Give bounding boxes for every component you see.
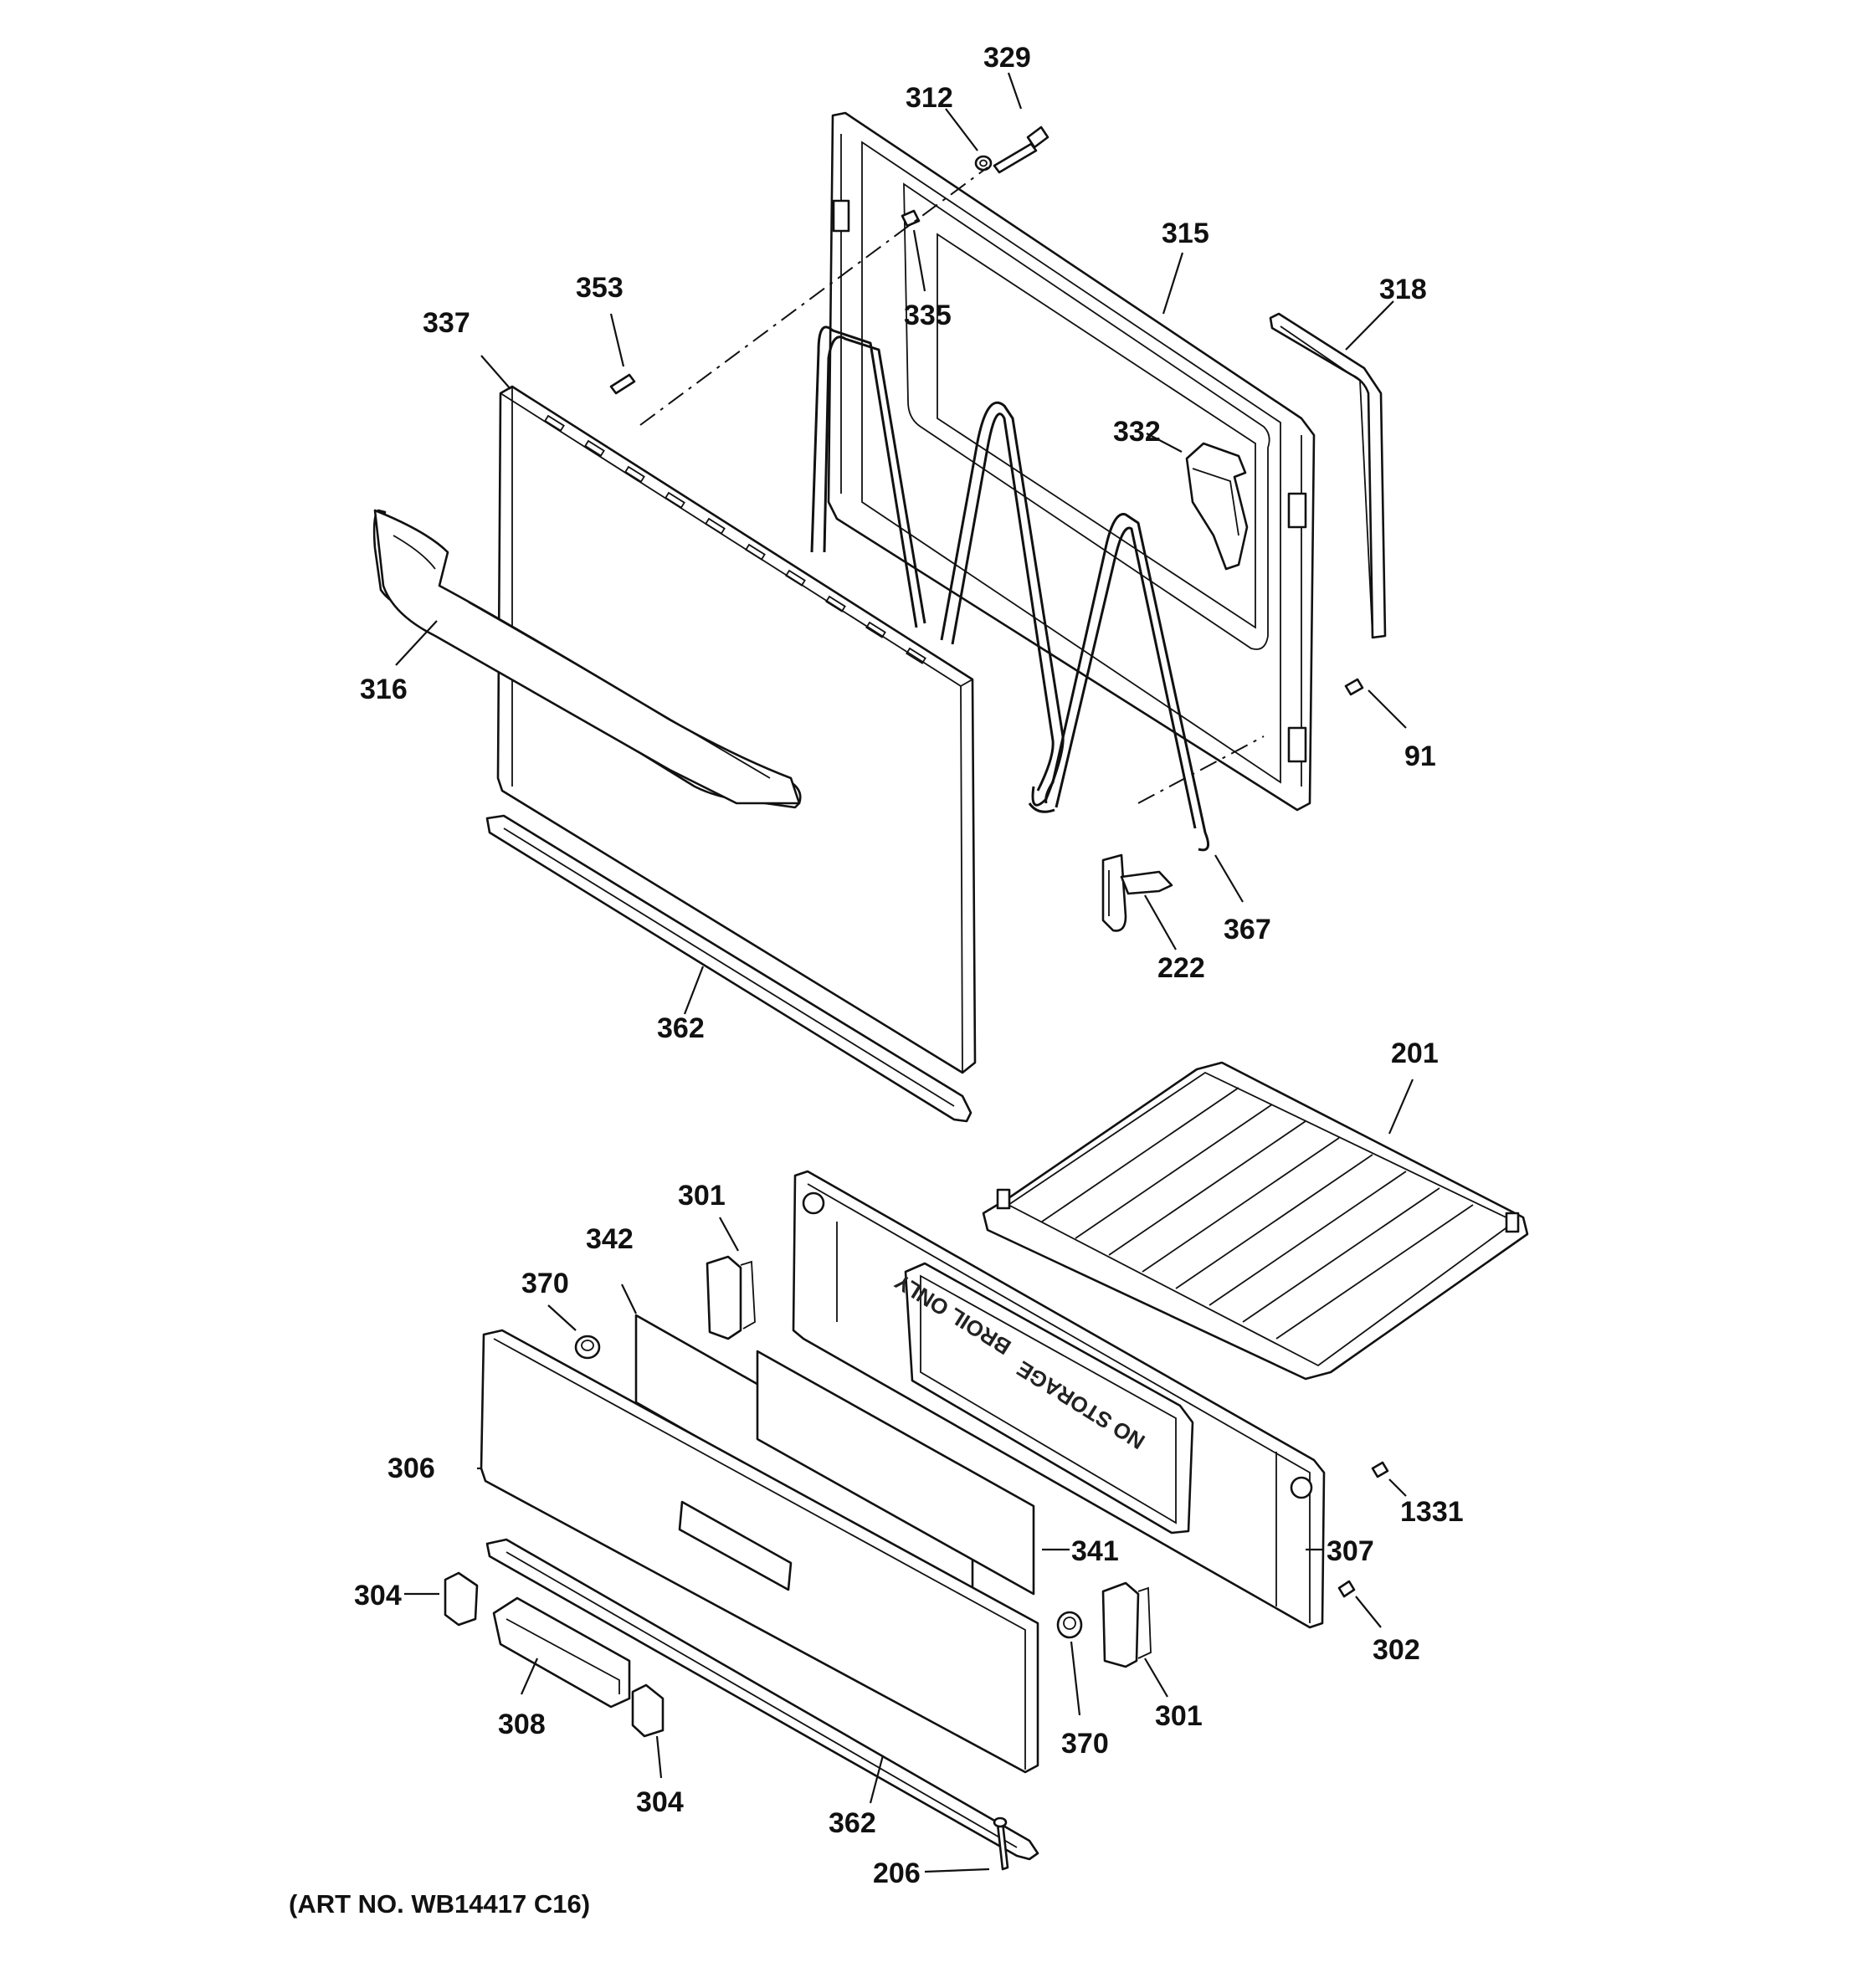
callout-342: 342 <box>586 1223 634 1255</box>
screw-206 <box>993 1816 1009 1871</box>
callout-312: 312 <box>906 82 953 114</box>
outer-door <box>496 385 977 1074</box>
washer-312 <box>974 155 993 172</box>
callout-1331: 1331 <box>1400 1496 1464 1528</box>
drawer-bottom-trim-lower <box>485 1538 1039 1861</box>
door-vent-slots <box>544 414 926 664</box>
drawer-front <box>480 1329 1039 1774</box>
callout-329: 329 <box>983 42 1031 74</box>
callout-307: 307 <box>1327 1535 1374 1567</box>
bumper-370-upper <box>574 1335 601 1360</box>
leader-lines <box>395 72 1414 1873</box>
screw-329 <box>993 126 1049 174</box>
drawer-glide-lower <box>1101 1581 1152 1668</box>
callout-222: 222 <box>1157 952 1205 984</box>
callout-370-upper: 370 <box>521 1268 569 1299</box>
oven-rack <box>982 1061 1529 1381</box>
door-bottom-trim-upper <box>485 814 972 1123</box>
bumper-370-lower <box>1056 1611 1083 1639</box>
door-hinge-wires <box>810 325 1210 852</box>
callout-318: 318 <box>1379 274 1427 305</box>
callout-362-upper: 362 <box>657 1012 705 1044</box>
screw-353 <box>609 373 636 395</box>
callout-304-left: 304 <box>354 1580 402 1611</box>
spacer-335 <box>901 209 921 228</box>
screw-1331 <box>1371 1461 1389 1478</box>
callout-labels: 329 312 315 318 335 353 337 332 316 91 3… <box>354 42 1464 1889</box>
callout-308: 308 <box>498 1709 546 1740</box>
callout-370-lower: 370 <box>1061 1728 1109 1760</box>
insulation-panel-341 <box>756 1350 1035 1596</box>
drawer-handle-308 <box>492 1596 631 1709</box>
door-handle <box>372 509 802 809</box>
callout-302: 302 <box>1373 1634 1420 1666</box>
callout-316: 316 <box>360 674 408 705</box>
callout-304-right: 304 <box>636 1786 684 1818</box>
screw-91 <box>1344 678 1364 696</box>
art-number: (ART NO. WB14417 C16) <box>289 1889 590 1919</box>
door-gasket-318 <box>1269 312 1387 639</box>
drawer-glide-upper <box>706 1255 756 1340</box>
endcap-304-right <box>631 1683 665 1738</box>
broiler-drawer-panel: BROIL ONLY NO STORAGE <box>792 1170 1326 1629</box>
callout-201: 201 <box>1391 1038 1439 1069</box>
screw-302 <box>1337 1580 1356 1598</box>
callout-91: 91 <box>1404 740 1436 772</box>
hinge-222 <box>1101 853 1173 932</box>
callout-306: 306 <box>387 1453 435 1484</box>
assembly-guide-lines <box>639 167 1265 804</box>
callout-367: 367 <box>1224 914 1271 945</box>
endcap-304-left <box>444 1571 479 1627</box>
callout-341: 341 <box>1071 1535 1119 1567</box>
insulation-332 <box>1185 442 1249 571</box>
callout-206: 206 <box>873 1857 921 1889</box>
callout-353: 353 <box>576 272 624 304</box>
inner-door-panel <box>827 111 1316 812</box>
callout-337: 337 <box>423 307 470 339</box>
callout-362-lower: 362 <box>829 1807 876 1839</box>
callout-335: 335 <box>904 300 952 331</box>
callout-301-upper: 301 <box>678 1180 726 1212</box>
callout-315: 315 <box>1162 218 1209 249</box>
callout-301-lower: 301 <box>1155 1700 1203 1732</box>
callout-332: 332 <box>1113 416 1161 448</box>
